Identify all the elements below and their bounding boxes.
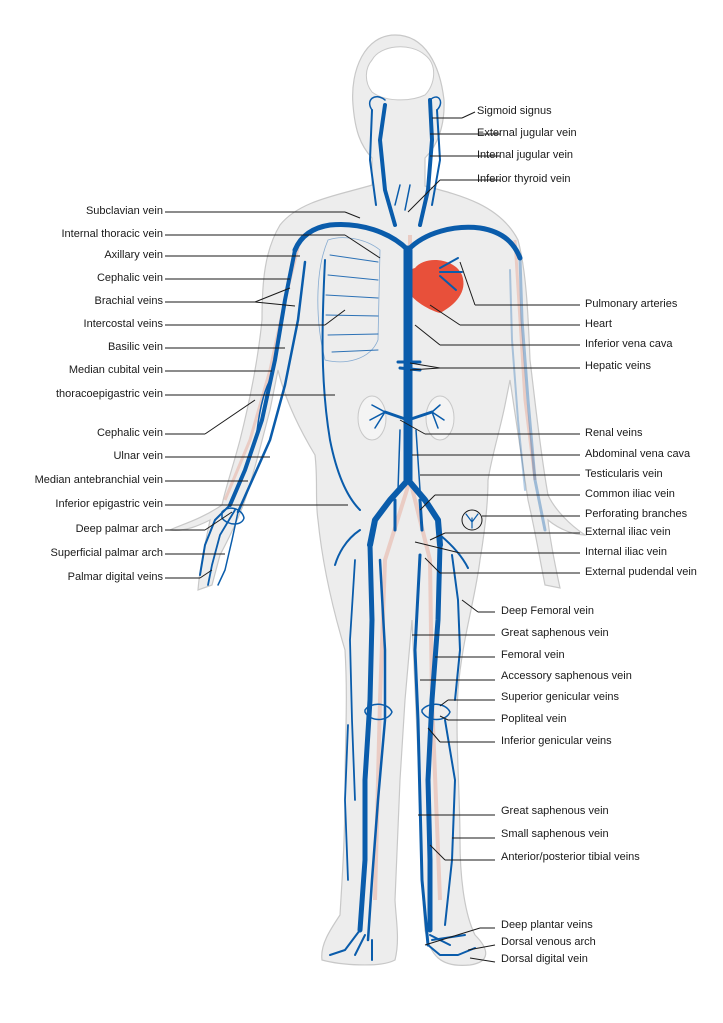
veins [199, 96, 547, 961]
label-sigmoid-signus: Sigmoid signus [477, 105, 552, 117]
label-external-iliac-vein: External iliac vein [585, 526, 671, 538]
label-perforating-branches: Perforating branches [585, 508, 688, 520]
label-inferior-thyroid-vein: Inferior thyroid vein [477, 173, 571, 185]
label-internal-iliac-vein: Internal iliac vein [585, 546, 667, 558]
label-inferior-vena-cava: Inferior vena cava [585, 338, 673, 350]
label-basilic-vein: Basilic vein [107, 341, 163, 353]
label-inferior-epigastric-vein: Inferior epigastric vein [55, 498, 163, 510]
label-external-jugular-vein: External jugular vein [477, 127, 577, 139]
label-great-saphenous-vein-upper: Great saphenous vein [501, 627, 609, 639]
label-abdominal-vena-cava: Abdominal vena cava [585, 448, 691, 460]
label-renal-veins: Renal veins [585, 427, 643, 439]
label-intercostal-veins: Intercostal veins [83, 318, 163, 330]
label-subclavian-vein: Subclavian vein [85, 205, 163, 217]
label-common-iliac-vein: Common iliac vein [585, 488, 675, 500]
label-internal-thoracic-vein: Internal thoracic vein [61, 228, 164, 240]
label-external-pudendal-vein: External pudendal vein [585, 566, 697, 578]
label-superficial-palmar-arch: Superficial palmar arch [50, 547, 164, 559]
leader-lines [165, 111, 580, 963]
label-palmar-digital-veins: Palmar digital veins [67, 571, 163, 583]
label-median-antebranchial-vein: Median antebranchial vein [34, 474, 163, 486]
label-popliteal-vein: Popliteal vein [501, 713, 567, 725]
label-inferior-genicular-veins: Inferior genicular veins [501, 735, 612, 747]
label-deep-femoral-vein: Deep Femoral vein [501, 605, 594, 617]
label-median-cubital-vein: Median cubital vein [68, 364, 163, 376]
label-dorsal-digital-vein: Dorsal digital vein [501, 953, 588, 965]
label-cephalic-vein-lower: Cephalic vein [96, 427, 163, 439]
label-dorsal-venous-arch: Dorsal venous arch [501, 936, 596, 948]
label-hepatic-veins: Hepatic veins [585, 360, 652, 372]
label-testicularis-vein: Testicularis vein [585, 468, 663, 480]
label-superior-genicular-veins: Superior genicular veins [501, 691, 620, 703]
label-brachial-veins: Brachial veins [94, 295, 163, 307]
label-deep-plantar-veins: Deep plantar veins [501, 919, 593, 931]
label-cephalic-vein-upper: Cephalic vein [96, 272, 163, 284]
label-small-saphenous-vein: Small saphenous vein [501, 828, 609, 840]
label-femoral-vein: Femoral vein [501, 649, 565, 661]
label-ulnar-vein: Ulnar vein [113, 450, 163, 462]
label-internal-jugular-vein: Internal jugular vein [477, 149, 574, 161]
label-pulmonary-arteries: Pulmonary arteries [585, 298, 678, 310]
label-heart: Heart [585, 318, 612, 330]
label-thoracoepigastric-vein: thoracoepigastric vein [55, 388, 163, 400]
label-axillary-vein: Axillary vein [104, 249, 163, 261]
label-accessory-saphenous-vein: Accessory saphenous vein [501, 670, 632, 682]
label-great-saphenous-vein-lower: Great saphenous vein [501, 805, 609, 817]
label-anterior-posterior-tibial-veins: Anterior/posterior tibial veins [501, 851, 640, 863]
heart-shape [404, 259, 464, 313]
label-deep-palmar-arch: Deep palmar arch [75, 523, 163, 535]
